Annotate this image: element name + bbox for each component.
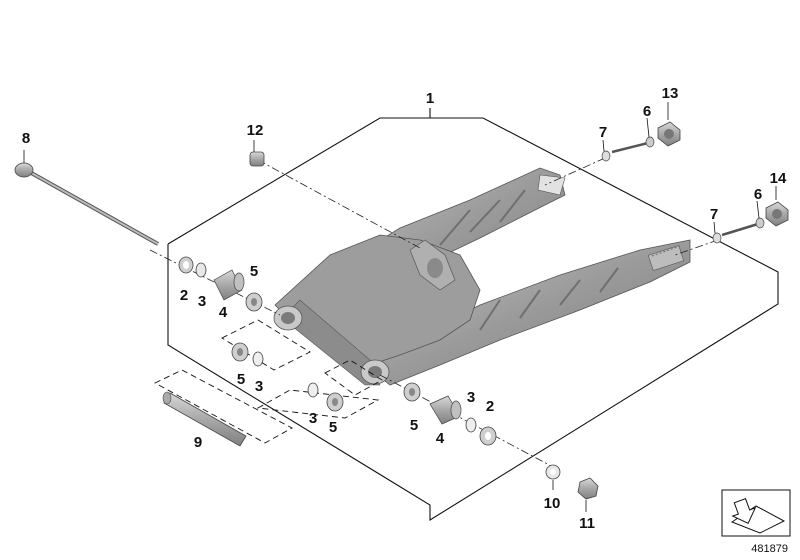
- upper-right-hardware: [601, 121, 681, 162]
- drawing-number: 481879: [751, 543, 788, 555]
- callout-3c: 3: [309, 410, 317, 427]
- callout-3d: 3: [467, 389, 475, 406]
- callout-3a: 3: [198, 293, 206, 310]
- orientation-icon-box: [721, 489, 791, 537]
- leader-lines: [253, 102, 777, 512]
- callout-4b: 4: [436, 430, 445, 447]
- callout-6a: 6: [643, 103, 651, 120]
- callout-7a: 7: [599, 124, 607, 141]
- hardware-3-5-middle: [307, 382, 344, 412]
- part-12-cap: [249, 151, 265, 167]
- swingarm: [273, 167, 691, 386]
- left-hardware: [178, 256, 263, 312]
- callout-4a: 4: [219, 304, 228, 321]
- callout-5a: 5: [250, 263, 258, 280]
- callout-12: 12: [247, 122, 264, 139]
- callout-6b: 6: [754, 186, 762, 203]
- callout-2a: 2: [180, 287, 188, 304]
- washer-10-nut-11: [545, 464, 599, 500]
- callout-2b: 2: [486, 398, 494, 415]
- callouts: 1 8 12 7 6 13 7 6 14 2 3 4 5 5 3 9 3 5 5…: [22, 85, 787, 532]
- assembly-outline: [167, 108, 779, 521]
- callout-9: 9: [194, 434, 202, 451]
- callout-10: 10: [544, 495, 561, 512]
- right-hardware: [403, 382, 497, 446]
- right-upper-hardware: [712, 201, 789, 244]
- callout-5b: 5: [237, 371, 245, 388]
- callout-14: 14: [770, 170, 787, 187]
- bolt-8: [14, 150, 159, 246]
- sleeve-9: [162, 391, 247, 447]
- callout-1: 1: [426, 90, 434, 107]
- callout-7b: 7: [710, 206, 718, 223]
- callout-3b: 3: [255, 378, 263, 395]
- callout-5c: 5: [329, 419, 337, 436]
- callout-13: 13: [662, 85, 679, 102]
- callout-5d: 5: [410, 417, 418, 434]
- callout-11: 11: [579, 515, 595, 532]
- callout-8: 8: [22, 130, 30, 147]
- hardware-5-3-left: [231, 342, 264, 367]
